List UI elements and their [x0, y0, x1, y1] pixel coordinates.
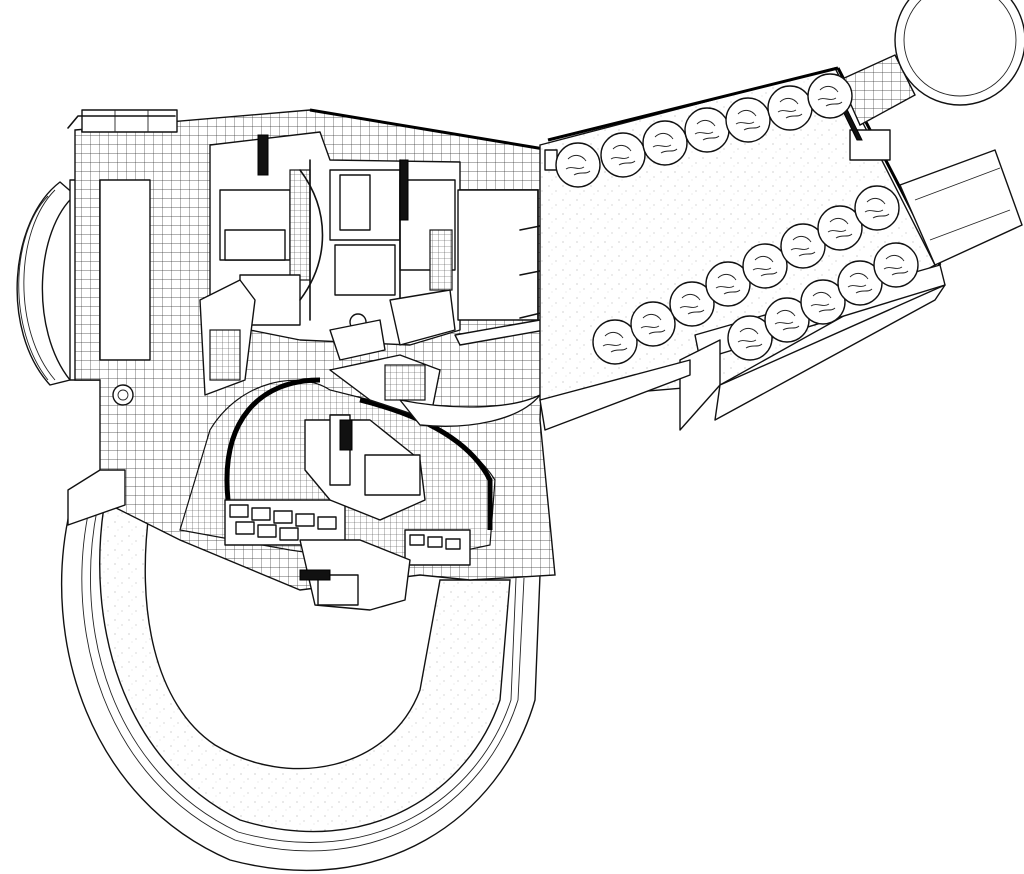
tree-icon [854, 185, 900, 231]
tree-icon [669, 281, 715, 327]
tree-icon [600, 132, 646, 178]
tree-icon [630, 301, 676, 347]
court-windows-right [409, 534, 461, 550]
tree-icon [725, 97, 771, 143]
lower-circular-garden [60, 499, 541, 872]
tree-icon [684, 107, 730, 153]
tree-icon [767, 85, 813, 131]
garden-trees-upper-row [555, 73, 853, 188]
circular-pavilion [839, 0, 1024, 126]
tree-icon [642, 120, 688, 166]
tree-icon [727, 315, 773, 361]
court-windows-left [229, 504, 337, 541]
tree-icon [837, 260, 883, 306]
tree-icon [764, 297, 810, 343]
tree-icon [800, 279, 846, 325]
tree-icon [780, 223, 826, 269]
tree-icon [873, 242, 919, 288]
garden-trees-lower-row [727, 242, 919, 361]
tree-icon [555, 142, 601, 188]
tree-icon [705, 261, 751, 307]
garden-trees-middle-row [592, 185, 900, 365]
tree-icon [807, 73, 853, 119]
tree-icon [817, 205, 863, 251]
tree-icon [592, 319, 638, 365]
curved-court [179, 354, 541, 611]
building-rooms [199, 131, 546, 396]
tree-icon [742, 243, 788, 289]
